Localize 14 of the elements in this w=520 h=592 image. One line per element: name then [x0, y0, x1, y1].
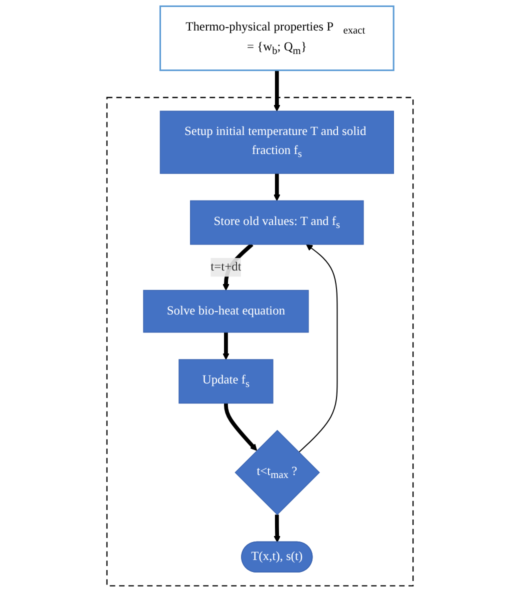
edge-label: t=t+dt	[210, 260, 242, 274]
node-box: Thermo-physical properties P⃗$_{exact}$ = {w$_{b}$; Q$_{m}$}	[159, 5, 394, 72]
arrow	[298, 244, 338, 453]
node-box: Solve bio-heat equation	[143, 290, 309, 333]
node-box: Store old values: T and f$_{s}$	[190, 200, 364, 245]
arrow	[274, 70, 280, 112]
node-box: Setup initial temperature T and solid fraction f$_{s}$	[160, 110, 394, 174]
cluster	[106, 96, 414, 586]
arrow	[274, 173, 280, 202]
node-diamond: t<t$_{max}$ ?	[234, 430, 320, 516]
node-box: Update f$_{s}$	[178, 359, 274, 404]
arrow	[224, 403, 258, 451]
arrow	[274, 514, 281, 543]
arrow	[222, 332, 230, 360]
